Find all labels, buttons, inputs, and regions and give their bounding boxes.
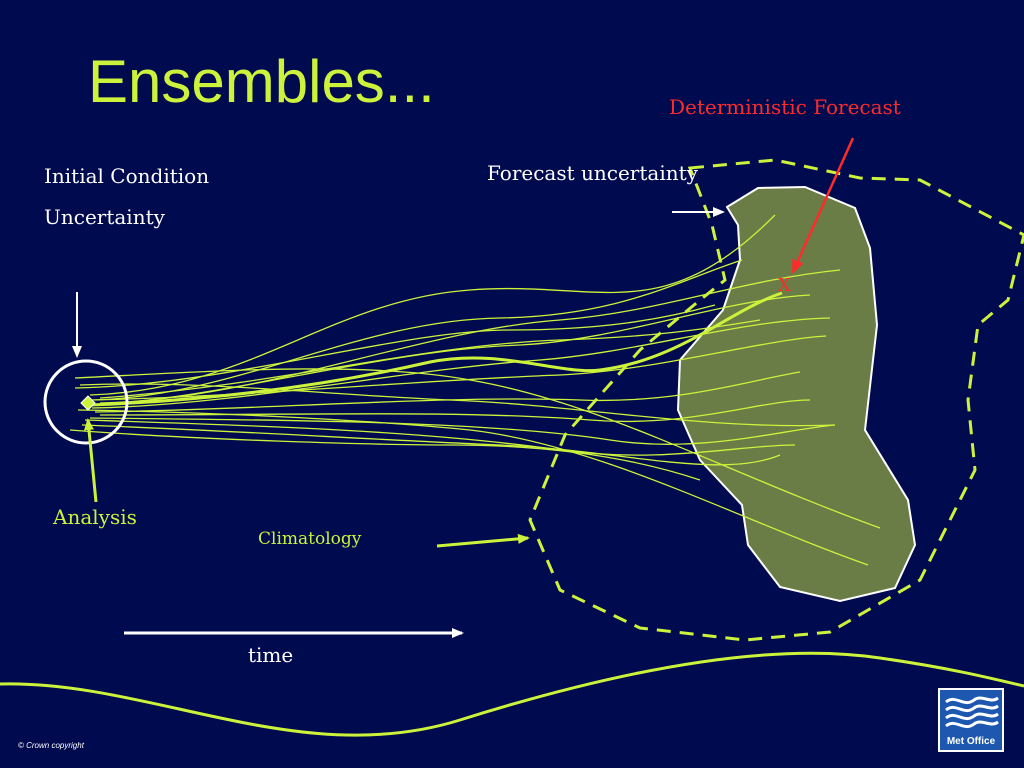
trajectory	[87, 294, 811, 406]
trajectory	[94, 259, 743, 401]
met-office-wave-icon	[945, 696, 999, 729]
logo-text: Met Office	[946, 736, 996, 747]
bottom-wave-decoration	[0, 651, 1024, 737]
trajectory	[79, 383, 836, 427]
deterministic-forecast-arrow	[791, 137, 855, 274]
initial-condition-label: Initial Condition	[44, 164, 210, 188]
trajectory	[89, 417, 836, 445]
trajectory	[77, 409, 869, 566]
analysis-label: Analysis	[53, 505, 137, 529]
met-office-logo: Met Office	[938, 688, 1004, 752]
trajectory	[84, 419, 796, 456]
trajectory	[99, 319, 761, 399]
climatology-region	[528, 158, 1024, 642]
trajectory	[99, 399, 811, 423]
slide-title: Ensembles...	[88, 48, 435, 115]
initial-condition-circle	[43, 359, 129, 445]
trajectory	[89, 214, 776, 396]
control-trajectory	[89, 291, 783, 407]
deterministic-forecast-marker: X	[778, 275, 791, 296]
deterministic-forecast-label: Deterministic Forecast	[669, 95, 901, 119]
ensemble-trajectories	[69, 214, 881, 566]
analysis-point-icon	[80, 395, 96, 411]
trajectory	[69, 429, 701, 481]
time-label: time	[248, 643, 294, 667]
climatology-label: Climatology	[258, 529, 362, 549]
trajectory	[81, 424, 781, 466]
uncertainty-label: Uncertainty	[44, 205, 165, 229]
forecast-uncertainty-region	[676, 185, 917, 603]
copyright-notice: © Crown copyright	[18, 741, 84, 750]
trajectory	[74, 368, 881, 529]
trajectory	[74, 304, 716, 389]
forecast-uncertainty-label: Forecast uncertainty	[487, 161, 698, 185]
climatology-arrow	[436, 533, 530, 548]
trajectory	[94, 371, 801, 413]
analysis-arrow	[83, 418, 98, 503]
